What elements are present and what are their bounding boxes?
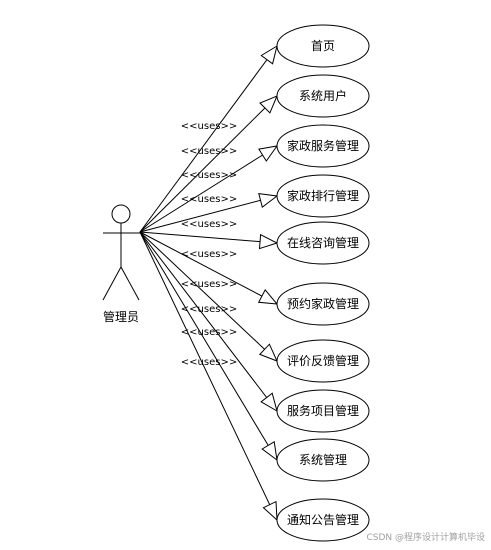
arrowhead (258, 193, 279, 208)
stereotype-label: <<uses>> (181, 327, 237, 338)
actor-head (111, 204, 131, 224)
actor-label: 管理员 (103, 309, 139, 324)
arrowhead (261, 440, 278, 462)
use-case-label-consult: 在线咨询管理 (287, 235, 359, 250)
association-line (139, 231, 278, 362)
use-case-ellipse-booking (276, 282, 370, 326)
use-case-label-notice: 通知公告管理 (287, 512, 359, 527)
arrowhead (259, 95, 278, 114)
use-case-ellipse-consult (276, 221, 370, 265)
actor-right-leg (120, 266, 140, 301)
association-edges (139, 44, 279, 522)
association-line (139, 145, 278, 233)
use-case-label-hk-rank: 家政排行管理 (287, 188, 359, 203)
watermark: CSDN @程序设计计算机毕设 (366, 531, 485, 543)
association-line (139, 231, 278, 244)
use-case-label-feedback: 评价反馈管理 (287, 353, 359, 368)
use-case-ellipse-sys-mgmt (276, 438, 370, 482)
arrowhead (260, 44, 278, 65)
association-line (139, 95, 278, 233)
use-case-nodes: 首页系统用户家政服务管理家政排行管理在线咨询管理预约家政管理评价反馈管理服务项目… (276, 24, 370, 542)
arrowhead (262, 500, 278, 522)
stereotype-label: <<uses>> (181, 194, 237, 205)
actor-left-leg (102, 266, 122, 301)
stereotype-label: <<uses>> (181, 146, 237, 157)
stereotype-label: <<uses>> (181, 219, 237, 230)
stereotype-label: <<uses>> (181, 121, 237, 132)
use-case-label-sys-user: 系统用户 (299, 88, 347, 103)
use-case-ellipse-feedback (276, 339, 370, 383)
use-case-ellipse-home (276, 24, 370, 68)
stereotype-label: <<uses>> (181, 170, 237, 181)
stereotype-label: <<uses>> (181, 249, 237, 260)
stereotype-label: <<uses>> (181, 279, 237, 290)
use-case-label-booking: 预约家政管理 (287, 296, 359, 311)
use-case-ellipse-notice (276, 498, 370, 542)
use-case-label-svc-item: 服务项目管理 (287, 403, 359, 418)
arrowhead (260, 392, 278, 413)
arrowhead (258, 145, 279, 162)
actor-figure: 管理员 (102, 204, 140, 324)
stereotype-label: <<uses>> (181, 357, 237, 368)
use-case-ellipse-sys-user (276, 74, 370, 118)
association-line (139, 231, 278, 461)
use-case-ellipse-svc-item (276, 389, 370, 433)
stereotype-label: <<uses>> (181, 304, 237, 315)
use-case-label-hk-service: 家政服务管理 (287, 138, 359, 153)
arrowhead (257, 289, 279, 305)
use-case-ellipse-hk-rank (276, 174, 370, 218)
association-line (139, 231, 278, 521)
use-case-label-home: 首页 (311, 39, 335, 53)
use-case-label-sys-mgmt: 系统管理 (299, 452, 347, 467)
stereotype-labels: <<uses>> <<uses>> <<uses>> <<uses>> <<uses>>… (181, 121, 237, 368)
arrowhead (258, 343, 278, 362)
use-case-ellipse-hk-service (276, 124, 370, 168)
association-line (139, 231, 278, 412)
association-line (139, 195, 278, 233)
association-line (139, 45, 278, 233)
arrowhead (258, 233, 279, 250)
association-line (139, 231, 278, 305)
